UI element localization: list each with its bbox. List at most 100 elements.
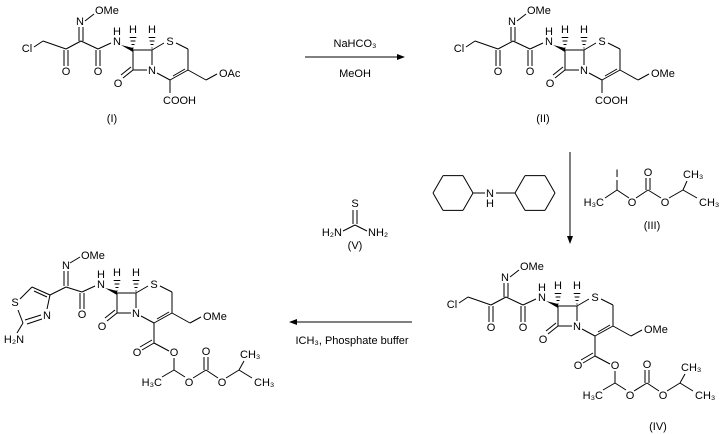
bond (225, 369, 240, 379)
ring-nitrogen-label: N (573, 321, 581, 333)
bond (97, 42, 112, 50)
bond (238, 369, 253, 379)
bond (19, 286, 33, 300)
chlorine-label: Cl (454, 43, 464, 55)
bond (666, 382, 681, 392)
amide-hydrogen-label: H (545, 26, 553, 38)
bond (490, 296, 507, 306)
bond (647, 189, 662, 199)
amine-hydrogen-label: H (486, 198, 494, 210)
solvent-label: MeOH (339, 68, 371, 80)
bond (516, 13, 527, 22)
bond (49, 286, 67, 296)
bond (46, 294, 51, 310)
bond (604, 189, 618, 199)
c7-hydrogen-label: H (561, 24, 569, 36)
carbonate-oxygen-label: O (218, 377, 227, 389)
bond (635, 189, 649, 199)
c3-substituent-label: OMe (644, 324, 668, 336)
bond (545, 322, 557, 332)
oxime-nitrogen-label: N (76, 16, 84, 28)
wedge-bond (121, 45, 133, 52)
bond (153, 342, 170, 352)
bond (173, 369, 186, 378)
bond (637, 73, 650, 81)
bond (679, 373, 686, 384)
bond (175, 42, 189, 50)
methyl-label: CH₃ (254, 377, 274, 389)
thiazole-nitrogen-label: N (43, 310, 51, 322)
c7-hydrogen-label: H (554, 280, 562, 292)
bond (16, 322, 24, 334)
bond (120, 66, 132, 76)
bond (544, 192, 556, 211)
methyl-label: H₃C (142, 377, 162, 389)
bond (171, 312, 191, 324)
bond (581, 328, 596, 337)
wedge-bond (105, 288, 117, 295)
amine-nitrogen-label: N (486, 188, 494, 200)
amide-nitrogen-label: N (538, 292, 546, 304)
bond (509, 269, 520, 278)
ketone-oxygen-label: O (487, 322, 496, 334)
bond (205, 73, 218, 81)
amide-nitrogen-label: N (545, 36, 553, 48)
bond (594, 355, 611, 365)
bond (26, 318, 43, 325)
bond (192, 369, 207, 379)
bond (601, 69, 621, 81)
conditions-label: ICH₃, Phosphate buffer (295, 335, 408, 347)
ester-carbonyl-oxygen-label: O (133, 347, 142, 359)
product-thiazole: N S H₂N N OMe (4, 250, 105, 346)
methoxy-label: OMe (527, 5, 551, 17)
amino-label: H₂N (322, 227, 342, 239)
bond (65, 286, 83, 293)
ring-nitrogen-label: N (580, 65, 588, 77)
bond (529, 42, 544, 50)
bond (594, 325, 614, 337)
c3-substituent-label: OMe (203, 311, 227, 323)
thiazole-sulfur-label: S (11, 297, 18, 309)
bond (474, 40, 499, 50)
methoxy-label: OMe (95, 5, 119, 17)
bond (616, 189, 630, 199)
methyl-label: CH₃ (699, 197, 719, 209)
lactam-oxygen-label: O (114, 78, 123, 90)
bond (106, 312, 118, 322)
bond (33, 40, 44, 48)
methoxy-label: OMe (520, 261, 544, 273)
bond (135, 285, 149, 294)
methoxy-label: OMe (81, 250, 105, 262)
bond (604, 68, 618, 77)
bond (104, 309, 116, 319)
bond (432, 192, 444, 211)
bond (205, 369, 219, 379)
carbonate-oxygen-label: O (202, 346, 211, 358)
oxime-nitrogen-label: N (62, 260, 70, 272)
bond (582, 355, 596, 364)
sulfur-label: S (598, 36, 605, 48)
compound-label: (III) (644, 220, 661, 232)
bond (69, 256, 81, 264)
bond (33, 290, 48, 298)
lactam-oxygen-label: O (546, 78, 555, 90)
bond (432, 175, 444, 194)
bond (682, 180, 688, 191)
bond (554, 69, 566, 79)
ring-nitrogen-label: N (148, 65, 156, 77)
chlorine-label: Cl (447, 299, 457, 311)
bond (497, 40, 514, 50)
carbonate-oxygen-label: O (643, 359, 652, 371)
bond (354, 224, 368, 232)
compound-label: (I) (107, 113, 117, 125)
amino-label: H₂N (4, 334, 24, 346)
carboxylic-acid-label: COOH (595, 95, 628, 107)
bond (169, 69, 189, 81)
bond (552, 66, 564, 76)
